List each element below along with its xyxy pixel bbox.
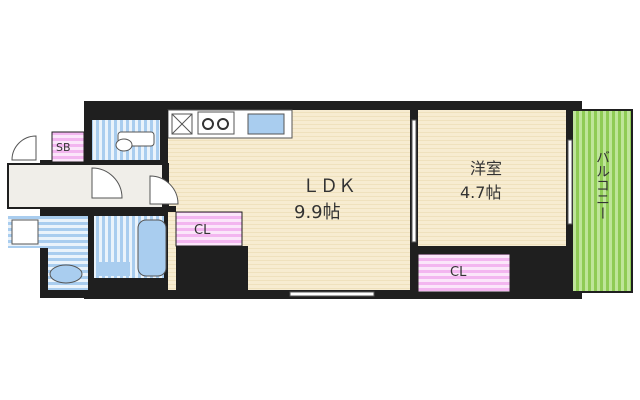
shoebox-label: SB: [56, 141, 71, 154]
entrance-door-swing: [11, 135, 37, 161]
fridge-cross-2: [171, 113, 193, 135]
balcony-label: バルコニー: [594, 150, 610, 220]
toilet-bowl: [115, 138, 133, 152]
closet-a-label: CL: [194, 223, 211, 238]
burner-2: [217, 118, 229, 130]
western-room-floor: [418, 110, 568, 246]
western-label: 洋室: [470, 159, 502, 178]
balcony-area: [571, 109, 633, 293]
vanity-sink: [49, 264, 83, 284]
bath-wash-area: [96, 262, 130, 276]
wall-ldk-left-lower: [162, 206, 176, 212]
closet-b-dark: [510, 250, 572, 298]
entrance-corridor: [7, 163, 169, 209]
closet-b: [417, 253, 511, 293]
burner-1: [202, 118, 214, 130]
window-ldk-bottom: [289, 291, 375, 297]
washer-space: [11, 219, 39, 245]
closet-b-label: CL: [450, 265, 467, 280]
western-size: 4.7帖: [460, 183, 501, 202]
kitchen-sink: [247, 113, 285, 135]
ldk-label: ＬＤＫ: [302, 176, 356, 197]
bathtub: [137, 219, 167, 277]
ldk-size: 9.9帖: [294, 202, 341, 223]
ldk-door-swing: [149, 175, 179, 205]
window-ldk-divider: [411, 119, 417, 243]
wall-ldk-left: [162, 110, 168, 210]
window-western-right: [567, 139, 573, 225]
closet-a-dark: [176, 246, 248, 296]
shoebox: [51, 131, 85, 163]
bath-door-swing: [91, 167, 123, 199]
